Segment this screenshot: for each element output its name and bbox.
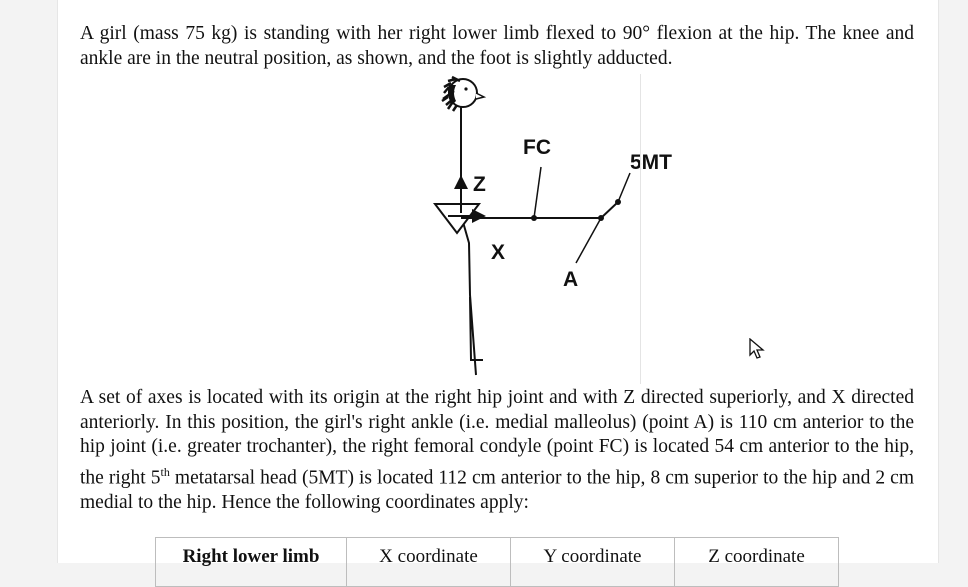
fc-point (531, 215, 537, 221)
stick-figure-diagram: FC 5MT Z X A (432, 75, 672, 376)
intro-paragraph: A girl (mass 75 kg) is standing with her… (80, 23, 914, 69)
coordinates-table: Right lower limb X coordinate Y coordina… (155, 537, 839, 587)
standing-leg (460, 214, 477, 376)
label-a: A (563, 268, 578, 291)
label-x: X (491, 241, 505, 264)
document-page: A girl (mass 75 kg) is standing with her… (57, 0, 939, 587)
foot-segment (600, 201, 619, 219)
table-header-row: Right lower limb X coordinate Y coordina… (155, 537, 839, 587)
x-axis-arrowhead (472, 209, 486, 223)
mouse-pointer-icon (749, 338, 765, 359)
table-header: Z coordinate (674, 537, 839, 587)
z-axis-arrowhead (454, 175, 468, 189)
description-superscript: th (160, 464, 170, 479)
description-paragraph: A set of axes is located with its origin… (80, 386, 914, 515)
label-z: Z (473, 173, 486, 196)
head-icon (441, 75, 487, 112)
table-header: Right lower limb (155, 537, 347, 587)
table-header: Y coordinate (510, 537, 675, 587)
standing-foot (469, 296, 483, 361)
fc-pointer (533, 166, 542, 219)
table-header: X coordinate (346, 537, 511, 587)
mt5-pointer (617, 172, 631, 203)
a-pointer (575, 217, 602, 264)
label-5mt: 5MT (630, 151, 672, 174)
label-fc: FC (523, 136, 551, 159)
description-part1: A set of axes is located with its origin… (80, 387, 914, 488)
divider-line (640, 74, 641, 384)
description-part2: metatarsal head (5MT) is located 112 cm … (80, 467, 914, 513)
